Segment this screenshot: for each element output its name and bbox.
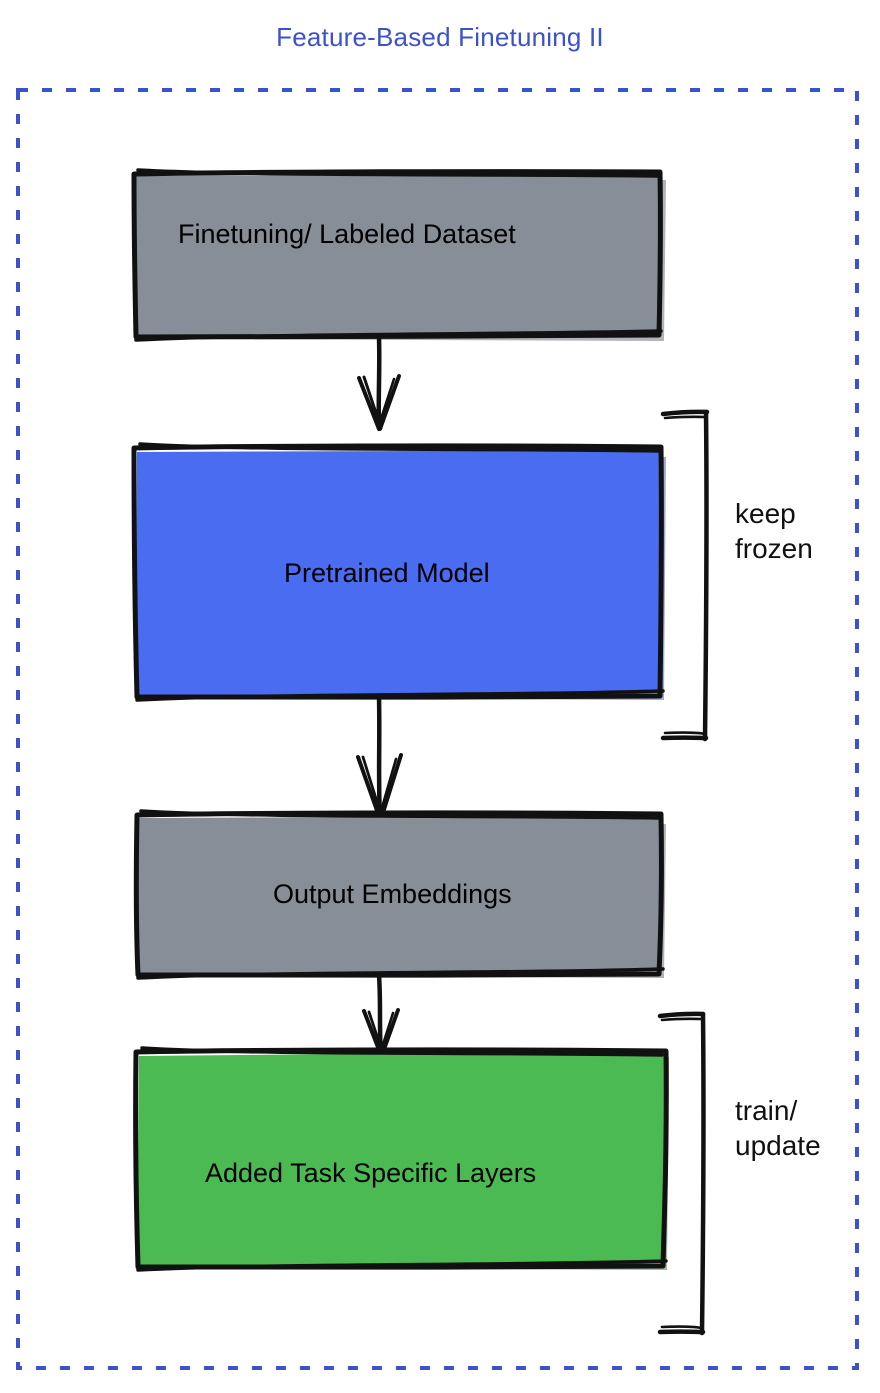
node-label-finetuning-dataset: Finetuning/ Labeled Dataset xyxy=(178,219,516,249)
edge-embeddings-to-layers xyxy=(362,972,400,1057)
bracket-keep-frozen xyxy=(660,409,710,742)
arrow-head-left xyxy=(356,755,382,821)
bracket-vertical-line xyxy=(702,409,709,742)
node-outline-sketch xyxy=(136,1046,668,1272)
node-outline-sketch xyxy=(135,442,665,702)
node-label-added-task-layers: Added Task Specific Layers xyxy=(205,1158,537,1188)
bracket-train-update xyxy=(657,1011,706,1336)
arrow-head-right xyxy=(378,374,401,431)
node-pretrained-model[interactable] xyxy=(131,442,666,702)
bracket-vertical-line xyxy=(699,1011,706,1336)
annotation-train-update: train/ update xyxy=(735,1095,821,1161)
node-fill xyxy=(137,1051,665,1265)
node-outline xyxy=(133,1047,669,1270)
edge-model-to-embeddings xyxy=(356,694,403,821)
arrow-head-right2 xyxy=(378,1011,395,1056)
bracket-top-tick-sketch xyxy=(663,415,708,420)
arrow-head-left2 xyxy=(361,755,384,820)
arrow-shaft xyxy=(376,694,383,821)
node-output-embeddings[interactable] xyxy=(133,809,666,980)
arrow-head-right2 xyxy=(377,757,398,820)
page-title: Feature-Based Finetuning II xyxy=(276,22,604,52)
node-fill xyxy=(137,816,661,973)
annotation-keep-frozen: keep frozen xyxy=(735,498,813,564)
arrow-shaft xyxy=(376,335,382,431)
node-label-output-embeddings: Output Embeddings xyxy=(273,879,512,909)
bracket-top-tick xyxy=(657,1011,706,1019)
node-finetuning-dataset[interactable] xyxy=(131,168,666,342)
arrow-head-right2 xyxy=(376,377,396,430)
node-outline xyxy=(133,810,664,978)
bracket-bottom-tick-sketch xyxy=(660,1325,703,1330)
bracket-top-tick-sketch xyxy=(660,1017,704,1022)
arrow-head-left xyxy=(357,376,381,431)
node-fill xyxy=(136,450,661,695)
node-fill xyxy=(134,173,661,336)
arrow-head-right xyxy=(379,753,403,821)
node-outline xyxy=(131,443,664,700)
node-outline xyxy=(131,169,663,340)
node-outline-sketch xyxy=(134,168,663,342)
node-outline-sketch xyxy=(136,809,665,980)
arrow-head-left2 xyxy=(362,375,383,430)
node-added-task-layers[interactable] xyxy=(133,1046,669,1272)
node-label-pretrained-model: Pretrained Model xyxy=(284,558,490,588)
bracket-bottom-tick-sketch xyxy=(663,731,707,736)
bracket-top-tick xyxy=(660,409,710,417)
edge-dataset-to-model xyxy=(357,335,401,431)
arrow-head-left2 xyxy=(367,1010,385,1056)
